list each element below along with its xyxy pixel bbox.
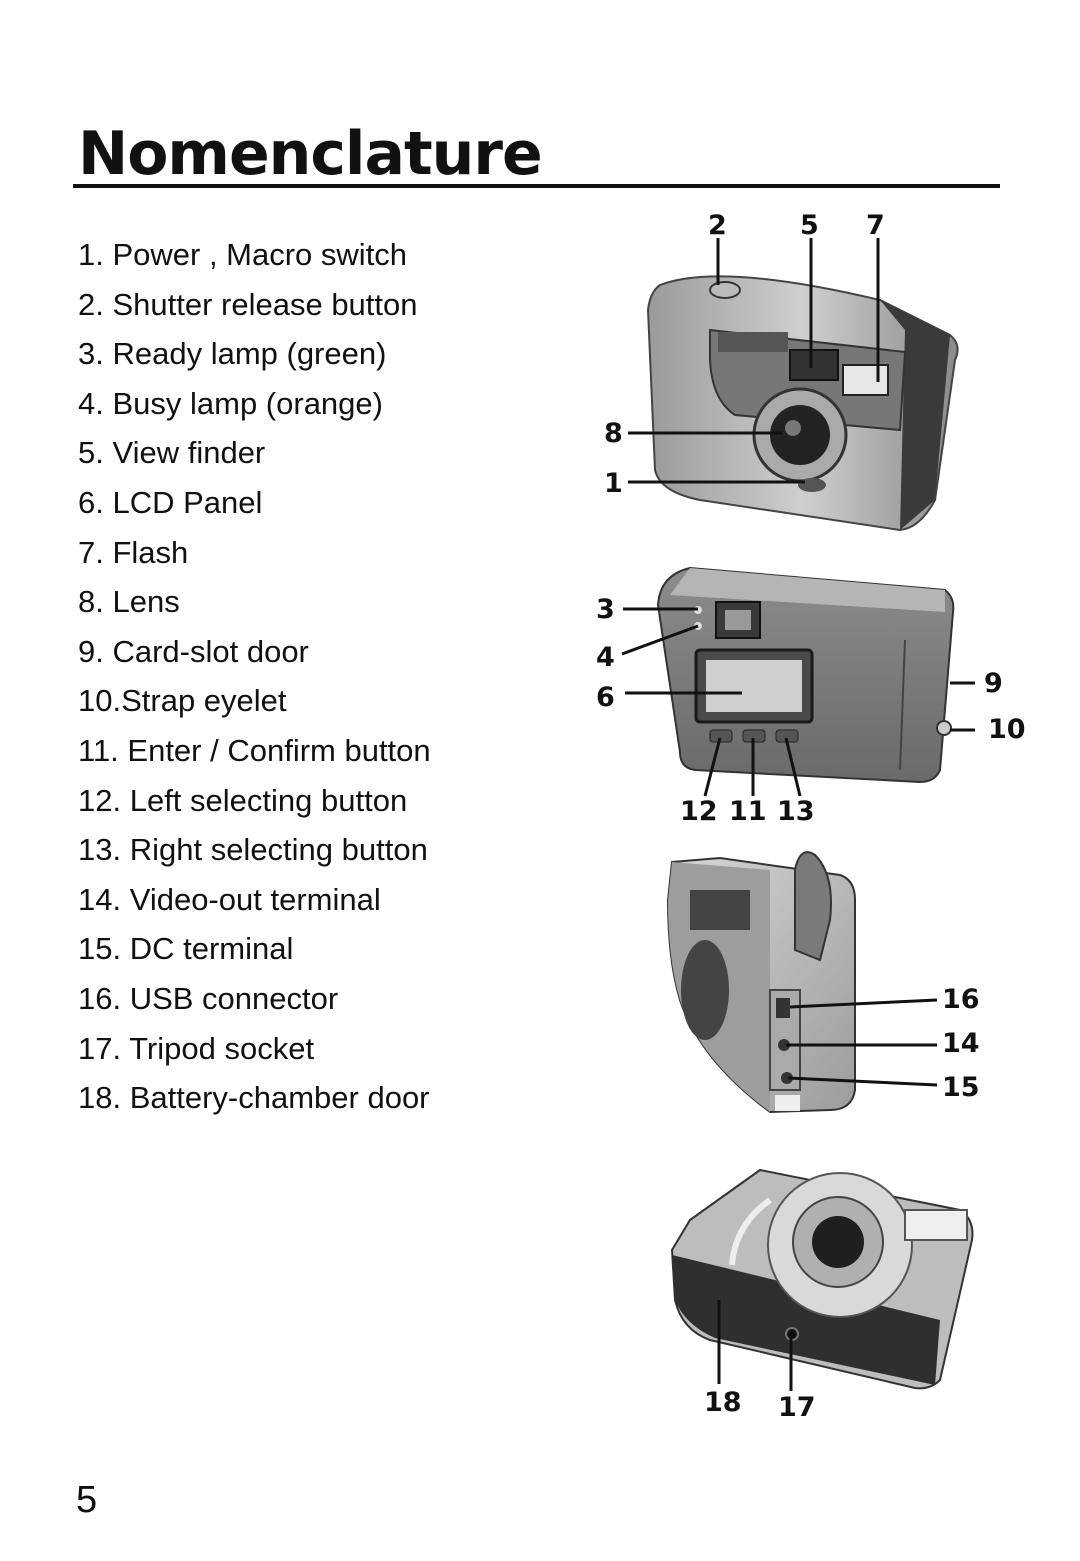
camera-bottom-photo — [670, 1168, 974, 1390]
camera-side-photo — [666, 851, 856, 1114]
callout-5: 5 — [800, 210, 819, 241]
list-item: 5. View finder — [78, 435, 266, 471]
callout-10: 10 — [988, 714, 1026, 745]
page-number: 5 — [76, 1479, 98, 1521]
list-item: 17. Tripod socket — [78, 1030, 315, 1066]
list-item: 10.Strap eyelet — [78, 683, 287, 719]
list-item: 8. Lens — [78, 584, 180, 620]
list-item: 1. Power , Macro switch — [78, 237, 408, 272]
callout-18: 18 — [704, 1387, 742, 1418]
leader-lines — [621, 238, 975, 1391]
callout-6: 6 — [596, 682, 615, 713]
callout-3: 3 — [596, 594, 615, 625]
page-title: Nomenclature — [78, 119, 543, 189]
list-item: 7. Flash — [78, 534, 189, 570]
callout-12: 12 — [680, 796, 718, 827]
callout-1: 1 — [604, 468, 623, 499]
list-item: 11. Enter / Confirm button — [78, 732, 431, 768]
callout-16: 16 — [942, 984, 980, 1015]
callout-17: 17 — [778, 1392, 816, 1423]
list-item: 9. Card-slot door — [78, 633, 309, 669]
list-item: 6. LCD Panel — [78, 484, 263, 520]
list-item: 14. Video-out terminal — [78, 881, 381, 917]
callout-14: 14 — [942, 1028, 980, 1059]
callout-15: 15 — [942, 1072, 980, 1103]
callout-9: 9 — [984, 668, 1003, 699]
callout-4: 4 — [596, 642, 615, 673]
callout-11: 11 — [729, 796, 767, 827]
callout-2: 2 — [708, 210, 727, 241]
title-rule — [73, 184, 1000, 188]
callout-8: 8 — [604, 418, 623, 449]
callout-13: 13 — [777, 796, 815, 827]
list-item: 2. Shutter release button — [78, 286, 418, 322]
camera-front-photo — [646, 275, 959, 532]
callout-7: 7 — [866, 210, 885, 241]
list-item: 16. USB connector — [78, 980, 339, 1016]
list-item: 3. Ready lamp (green) — [78, 336, 387, 372]
list-item: 4. Busy lamp (orange) — [78, 385, 383, 421]
list-item: 13. Right selecting button — [78, 832, 428, 868]
camera-back-photo — [656, 566, 955, 784]
list-item: 12. Left selecting button — [78, 782, 408, 818]
camera-diagram: 2 5 7 8 1 3 4 6 9 10 12 11 13 16 14 15 1… — [596, 210, 1026, 1423]
list-item: 15. DC terminal — [78, 931, 294, 967]
list-item: 18. Battery-chamber door — [78, 1080, 430, 1116]
parts-list: 1. Power , Macro switch 2. Shutter relea… — [78, 230, 431, 1123]
